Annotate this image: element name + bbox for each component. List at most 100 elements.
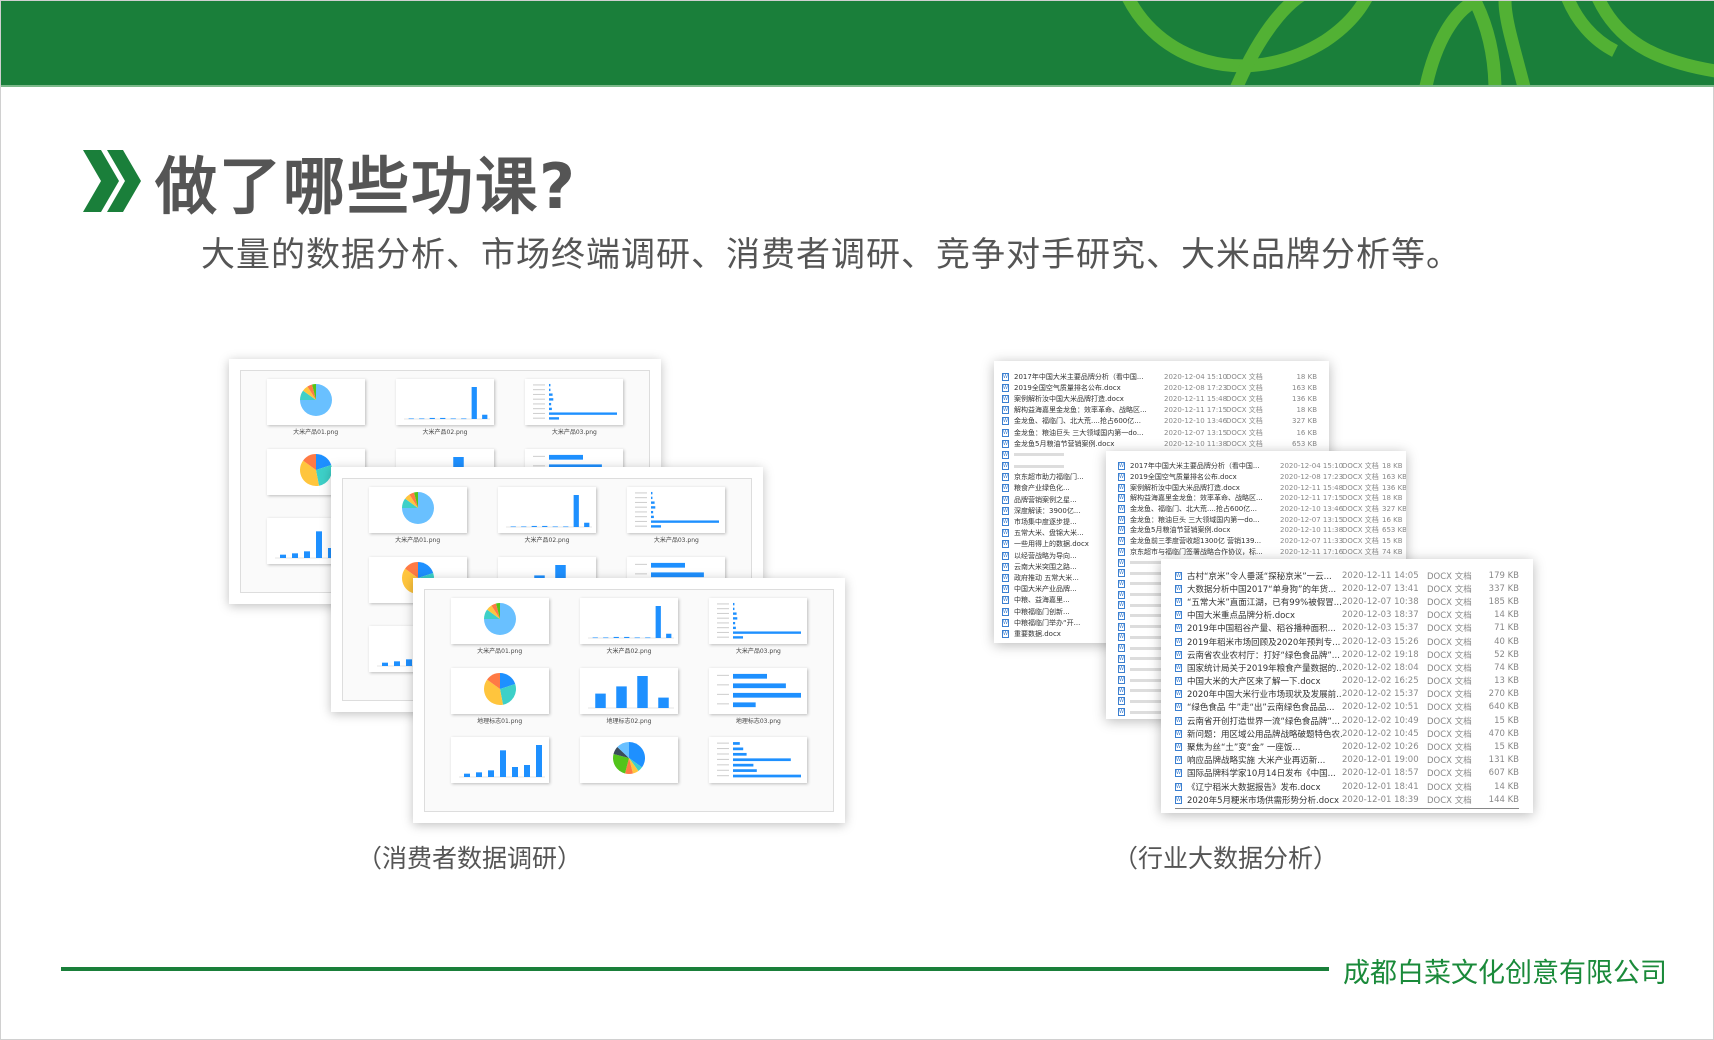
pie-slice <box>307 384 316 400</box>
chart-thumbnail: 大米产品03.png <box>704 598 813 664</box>
file-row[interactable]: W <box>1118 632 1394 643</box>
file-date: 2020-12-01 18:41 <box>1342 781 1419 792</box>
chart-thumbnail: 地理标志03.png <box>704 667 813 734</box>
file-date: 2020-12-02 16:25 <box>1342 676 1419 687</box>
file-row[interactable]: W <box>1118 696 1394 707</box>
file-type: DOCX 文档 <box>1427 624 1472 635</box>
page-title: 做了哪些功课? <box>155 150 577 223</box>
docx-file-icon: W <box>1002 372 1009 381</box>
file-row[interactable]: W <box>1002 449 1317 460</box>
file-row[interactable]: W <box>1118 707 1394 718</box>
file-row[interactable]: W <box>1002 461 1317 472</box>
file-size: 14 KB <box>1494 610 1519 621</box>
file-row[interactable]: W <box>1118 600 1394 611</box>
bar <box>405 659 412 667</box>
pie-slice <box>483 609 500 619</box>
file-date: 2020-12-01 19:00 <box>1342 755 1419 766</box>
file-row[interactable]: W <box>1118 653 1394 664</box>
docx-file-icon: W <box>1118 462 1125 471</box>
bar <box>499 750 506 778</box>
file-row[interactable]: W <box>1118 611 1394 622</box>
bar <box>463 773 470 778</box>
file-row[interactable]: W <box>1118 621 1394 632</box>
file-row[interactable]: W <box>1118 643 1394 654</box>
file-date: 2020-12-01 18:39 <box>1342 794 1419 805</box>
file-row[interactable]: W <box>1118 557 1394 568</box>
file-date: 2020-12-03 18:37 <box>1342 610 1419 621</box>
bar <box>624 636 630 638</box>
file-size: 74 KB <box>1382 547 1403 556</box>
pie-slice <box>486 605 500 619</box>
file-date: 2020-12-11 14:05 <box>1342 570 1419 581</box>
docx-file-icon: W <box>1002 495 1009 504</box>
file-type: DOCX 文档 <box>1342 537 1379 546</box>
file-date: 2020-12-11 17:16 <box>1280 547 1344 556</box>
file-size: 136 KB <box>1292 394 1317 403</box>
file-row[interactable]: W <box>1118 589 1394 600</box>
pie-slice <box>404 494 418 508</box>
thumbnail-label: 大米产品03.png <box>551 429 597 436</box>
file-name: 金龙鱼：粮油巨头 三大领域国内第一do... <box>1130 515 1260 524</box>
file-row[interactable]: W <box>1118 685 1394 696</box>
file-row[interactable]: W <box>1118 579 1394 590</box>
pie-slice <box>613 747 629 759</box>
file-row[interactable]: W <box>1118 568 1394 579</box>
file-date: 2020-12-11 17:15 <box>1164 406 1228 415</box>
bar <box>549 388 551 392</box>
pie-slice <box>302 386 316 400</box>
docx-file-icon: W <box>1118 473 1125 482</box>
file-row[interactable]: W <box>1118 675 1394 686</box>
file-row[interactable]: W <box>1118 664 1394 675</box>
file-name-placeholder <box>1130 614 1170 618</box>
